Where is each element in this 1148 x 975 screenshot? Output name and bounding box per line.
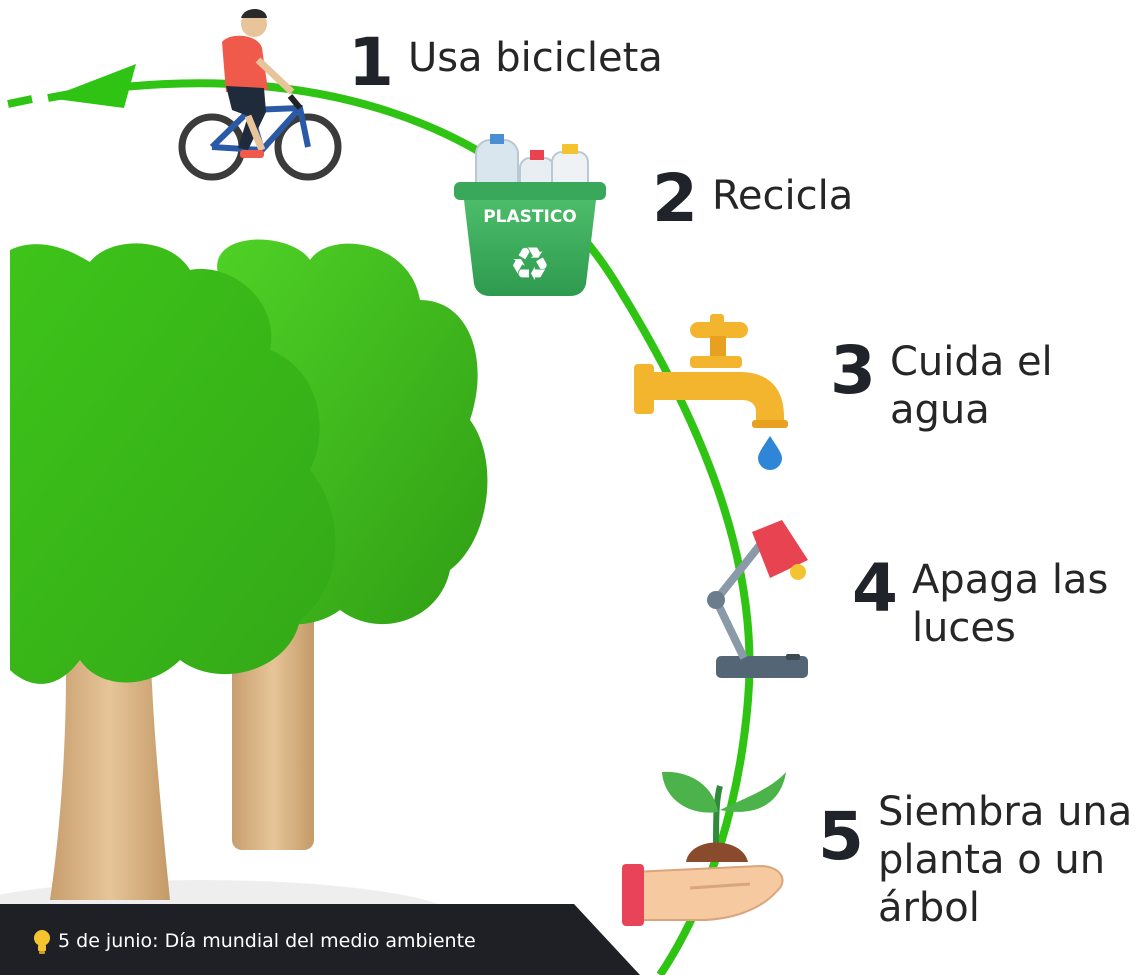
step-number: 4	[852, 550, 898, 627]
water-tap-icon	[634, 314, 788, 470]
step-5: 5 Siembra una planta o un árbol	[818, 788, 1132, 932]
step-number: 5	[818, 798, 864, 875]
desk-lamp-icon	[707, 520, 808, 678]
arrowhead-icon	[48, 64, 136, 108]
step-number: 3	[830, 332, 876, 409]
step-3: 3 Cuida el agua	[830, 338, 1053, 434]
step-1: 1 Usa bicicleta	[348, 30, 663, 96]
step-number: 2	[652, 160, 698, 237]
front-tree-icon	[10, 243, 336, 900]
step-label: Apaga las luces	[911, 557, 1109, 651]
cycle-arrow-dash	[7, 95, 33, 108]
step-label: Usa bicicleta	[407, 35, 663, 81]
step-label: Recicla	[711, 173, 854, 219]
svg-text:♻: ♻	[509, 237, 550, 291]
lightbulb-icon	[34, 930, 50, 954]
footer-banner	[0, 904, 640, 975]
step-number: 1	[348, 24, 394, 101]
footer-text: 5 de junio: Día mundial del medio ambien…	[58, 930, 476, 952]
step-2: 2 Recicla	[652, 166, 853, 232]
cycle-arrow-path	[47, 79, 754, 975]
recycle-bin-icon: PLASTICO ♻	[454, 134, 606, 296]
step-4: 4 Apaga las luces	[852, 556, 1108, 652]
bicycle-icon	[178, 9, 342, 181]
step-label: Cuida el agua	[889, 339, 1053, 433]
plant-in-hand-icon	[622, 771, 786, 926]
bin-label: PLASTICO	[483, 207, 577, 227]
step-label: Siembra una planta o un árbol	[877, 789, 1133, 931]
